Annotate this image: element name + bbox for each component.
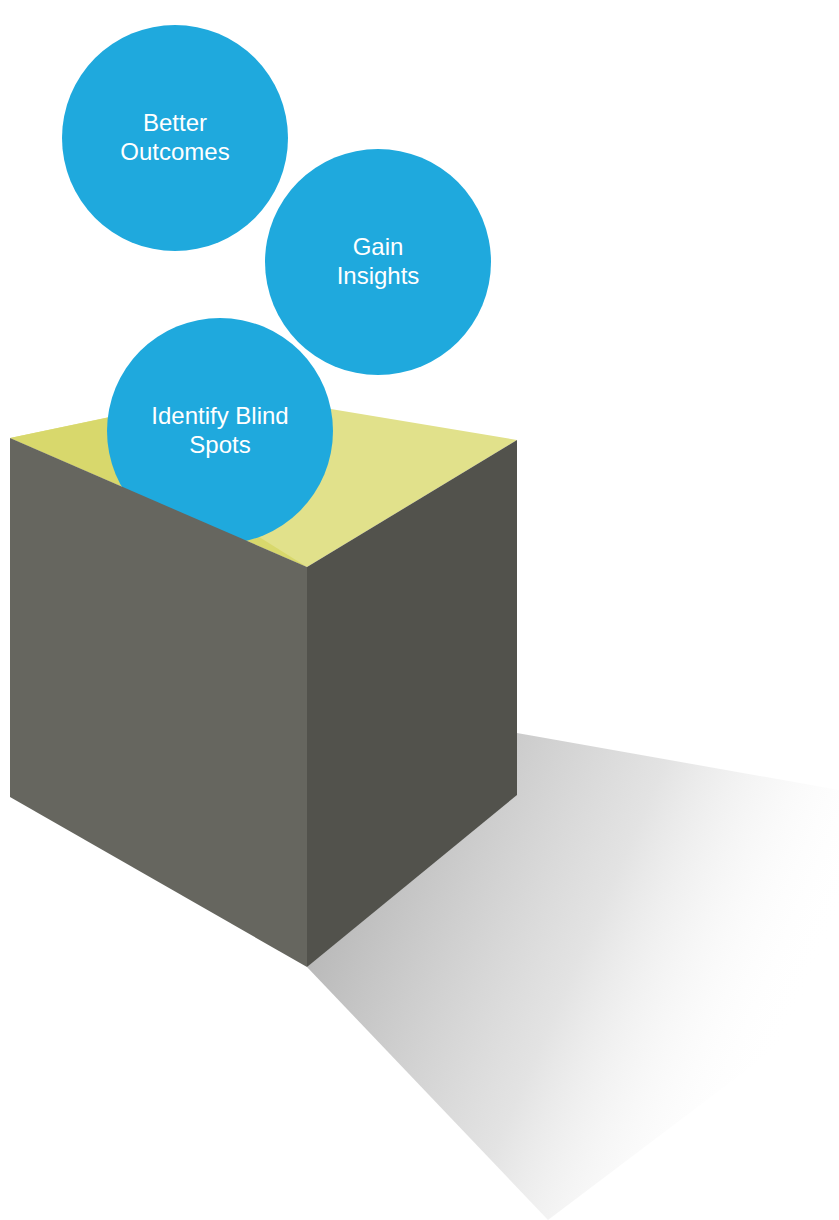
box-shadow xyxy=(307,733,839,1220)
circle-label: Identify Blind Spots xyxy=(150,402,290,460)
circle-fill xyxy=(107,318,333,544)
benefit-circle: Gain Insights xyxy=(265,149,491,375)
benefit-circle: Better Outcomes xyxy=(62,25,288,251)
benefit-circle: Identify Blind Spots xyxy=(107,318,333,544)
box-right-face xyxy=(307,440,517,967)
circle-label: Gain Insights xyxy=(308,233,448,291)
box-left-face xyxy=(10,438,307,967)
circle-fill xyxy=(62,25,288,251)
circle-label: Better Outcomes xyxy=(105,109,245,167)
circle-fill xyxy=(265,149,491,375)
